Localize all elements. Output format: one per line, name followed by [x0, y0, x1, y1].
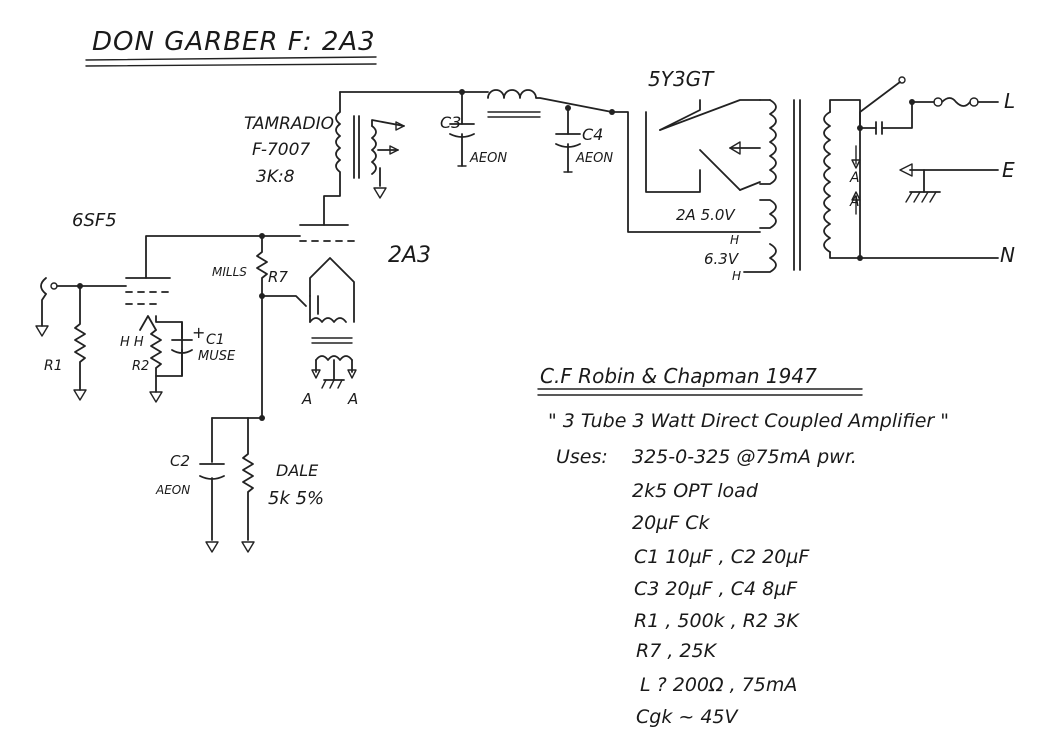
- c4-label: C4: [582, 125, 603, 144]
- rectifier-label: 5Y3GT: [648, 67, 715, 91]
- a-up-label: A: [849, 194, 860, 210]
- r7-network: [211, 235, 307, 421]
- opt-label-2: F-7007: [252, 140, 310, 160]
- notes-line-3: 20µF Ck: [632, 512, 710, 534]
- fil-5v-label: 2A 5.0V: [676, 206, 736, 224]
- r2-label: R2: [132, 359, 149, 374]
- c2-label: C2: [170, 452, 190, 470]
- notes-subtitle: " 3 Tube 3 Watt Direct Coupled Amplifier…: [548, 410, 949, 432]
- fil-63v-label: 6.3V: [704, 250, 740, 268]
- r2-resistor: [150, 329, 162, 393]
- opt-label-1: TAMRADIO: [244, 114, 334, 134]
- fuse-holder-left: [933, 97, 943, 107]
- notes-line-1: 325-0-325 @75mA pwr.: [632, 446, 857, 468]
- aeon-c4-label: AEON: [575, 151, 613, 166]
- choke-symbol: [487, 89, 613, 113]
- r1-label: R1: [44, 358, 63, 374]
- h-top-label: H: [730, 233, 739, 247]
- fuse: [941, 97, 971, 107]
- dale-label: DALE: [276, 461, 319, 480]
- c2-dale-network: [199, 417, 255, 553]
- dale-resistor: [242, 417, 254, 541]
- power-transformer: [743, 99, 863, 273]
- header-underline-1: [85, 56, 377, 61]
- bplus-rail: [339, 89, 615, 173]
- mains-e-label: E: [1002, 158, 1015, 182]
- v1-label: 6SF5: [72, 210, 117, 231]
- aeon-c3-label: AEON: [469, 151, 507, 166]
- notes-line-5: C3 20µF , C4 8µF: [634, 578, 798, 600]
- valve-2a3: [299, 224, 357, 389]
- r7-label: R7: [268, 268, 288, 286]
- muse-label: MUSE: [198, 349, 236, 364]
- v2-label: 2A3: [388, 243, 431, 268]
- r1-resistor: [74, 285, 86, 391]
- mains-n-label: N: [1000, 243, 1015, 267]
- header-underline-2: [85, 63, 377, 67]
- rectifier-5y3gt: [611, 99, 771, 233]
- mains-switch: [859, 81, 901, 129]
- notes-line-6: R1 , 500k , R2 3K: [634, 610, 799, 632]
- fuse-holder-right: [969, 97, 979, 107]
- notes-line-4: C1 10µF , C2 20µF: [634, 546, 810, 568]
- valve-6sf5: [125, 233, 301, 403]
- opt-label-3: 3K:8: [256, 167, 295, 187]
- notes-uses-label: Uses:: [556, 446, 608, 468]
- mains-l-label: L: [1004, 89, 1015, 113]
- c1-label: C1: [206, 332, 225, 348]
- h-bot-label: H: [732, 269, 741, 283]
- dale-value-label: 5k 5%: [268, 488, 324, 509]
- notes-line-8: L ? 200Ω , 75mA: [640, 674, 798, 696]
- a-right-label: A: [347, 390, 358, 408]
- c3-label: C3: [440, 113, 461, 132]
- mills-label: MILLS: [212, 265, 247, 279]
- a-left-label: A: [301, 390, 312, 408]
- header-title: DON GARBER F: 2A3: [92, 27, 376, 57]
- r7-resistor: [256, 235, 268, 297]
- hh-label: H H: [120, 335, 144, 350]
- input-jack: [35, 277, 127, 401]
- plus-label: +: [192, 323, 205, 342]
- mains-wiring: [859, 76, 999, 259]
- aeon-c2-label: AEON: [155, 483, 190, 497]
- output-transformer: [323, 91, 405, 226]
- a-down-label: A: [849, 170, 860, 186]
- notes-line-7: R7 , 25K: [636, 640, 717, 662]
- notes-line-2: 2k5 OPT load: [632, 480, 758, 502]
- notes-line-9: Cgk ~ 45V: [636, 706, 738, 728]
- notes-title: C.F Robin & Chapman 1947: [540, 364, 817, 388]
